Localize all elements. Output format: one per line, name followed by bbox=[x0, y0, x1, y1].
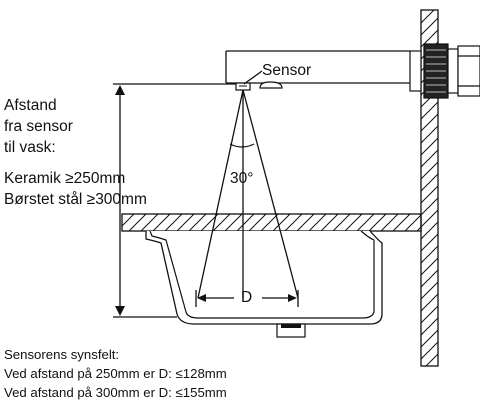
angle-label: 30° bbox=[230, 170, 254, 187]
ceramic-min-distance: Keramik ≥250mm bbox=[4, 170, 126, 187]
vision-cone bbox=[197, 89, 299, 299]
d-dimension bbox=[195, 290, 299, 307]
field-of-view-250: Ved afstand på 250mm er D: ≤128mm bbox=[4, 366, 227, 381]
wall bbox=[420, 9, 439, 367]
sensor-label: Sensor bbox=[262, 62, 312, 79]
distance-label-line-2: fra sensor bbox=[4, 118, 73, 135]
wall-mount-fitting bbox=[409, 43, 480, 99]
spout bbox=[225, 50, 410, 84]
steel-min-distance: Børstet stål ≥300mm bbox=[4, 191, 147, 208]
aerator bbox=[259, 81, 283, 89]
sensor bbox=[235, 82, 251, 91]
distance-label-line-1: Afstand bbox=[4, 97, 57, 114]
distance-label-line-3: til vask: bbox=[4, 139, 56, 156]
angle-arc bbox=[229, 143, 255, 148]
countertop bbox=[121, 213, 422, 232]
distance-dimension bbox=[113, 83, 236, 318]
field-of-view-300: Ved afstand på 300mm er D: ≤155mm bbox=[4, 385, 227, 400]
d-label: D bbox=[241, 289, 253, 306]
sensor-leader bbox=[243, 70, 263, 85]
basin-inner bbox=[149, 230, 375, 319]
basin-outer bbox=[145, 230, 383, 325]
drain bbox=[276, 323, 306, 338]
field-of-view-heading: Sensorens synsfelt: bbox=[4, 347, 120, 362]
